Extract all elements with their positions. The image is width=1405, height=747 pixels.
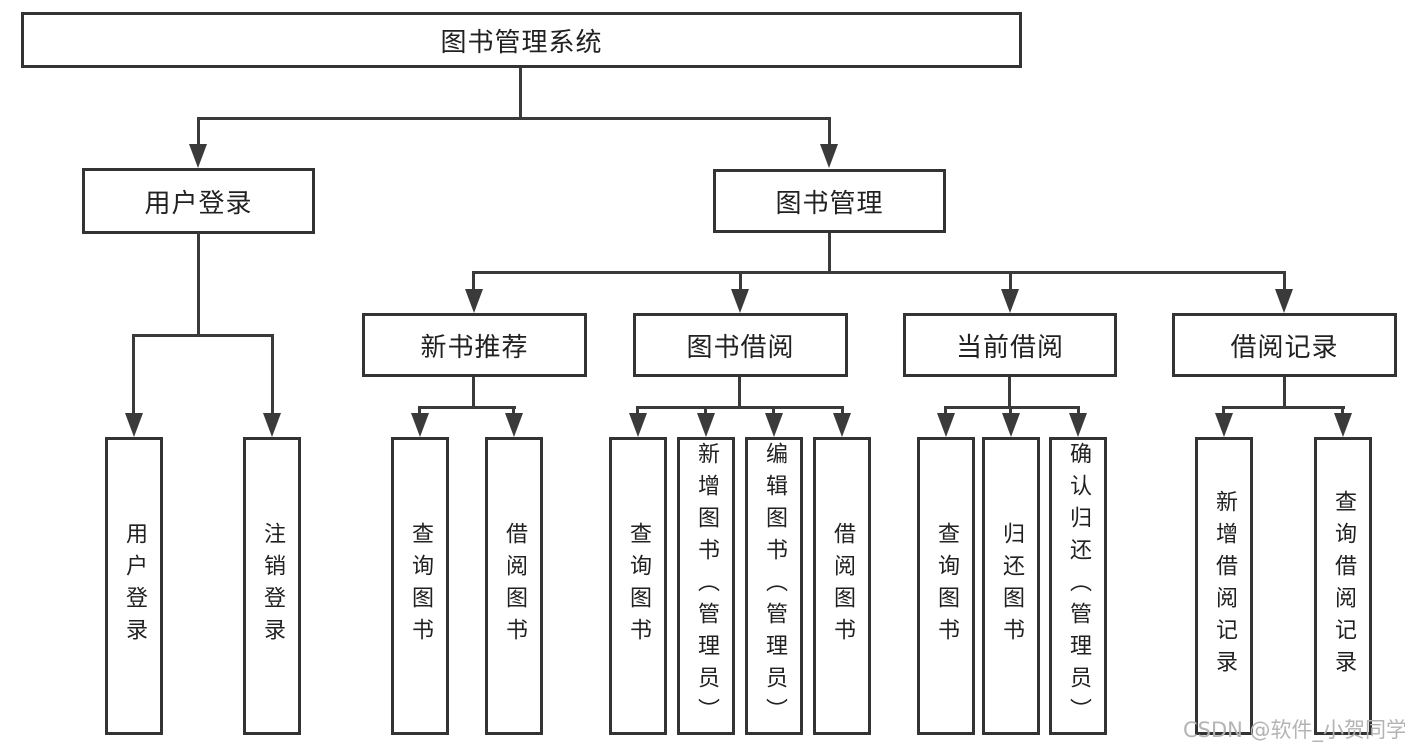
node-current-borrow: 当前借阅	[903, 313, 1117, 377]
leaf-return-book-label: 归还图书	[999, 522, 1024, 650]
connector-borrow-records-bus	[1222, 406, 1345, 409]
arrow-down-icon	[1002, 413, 1020, 437]
connector-root-stem	[519, 68, 522, 118]
arrow-down-icon	[820, 144, 838, 168]
leaf-add-book-admin-label: 新增图书（管理员）	[694, 442, 719, 730]
connector-to-leaf	[1341, 408, 1344, 415]
arrow-down-icon	[1001, 289, 1019, 313]
arrow-down-icon	[1334, 413, 1352, 437]
leaf-query-borrow-record: 查询借阅记录	[1314, 437, 1372, 735]
connector-to-user-login	[197, 119, 200, 148]
leaf-confirm-return-admin-label: 确认归还（管理员）	[1066, 442, 1091, 730]
node-new-book-recommend: 新书推荐	[362, 313, 587, 377]
connector-to-book-management	[828, 119, 831, 148]
leaf-user-login-label: 用户登录	[122, 522, 147, 650]
connector-book-management-stem	[828, 233, 831, 273]
node-user-login: 用户登录	[82, 168, 315, 234]
leaf-borrow-books-recommend: 借阅图书	[485, 437, 543, 735]
node-borrow-records: 借阅记录	[1172, 313, 1397, 377]
leaf-query-books-borrow-label: 查询图书	[626, 522, 651, 650]
connector-to-leaf	[841, 408, 844, 415]
connector-current-borrow-bus	[944, 406, 1080, 409]
arrow-down-icon	[465, 289, 483, 313]
leaf-borrow-books-recommend-label: 借阅图书	[502, 522, 527, 650]
connector-book-borrow-bus	[636, 406, 844, 409]
connector-book-borrow-stem	[738, 377, 741, 408]
connector-to-borrow-records	[1283, 273, 1286, 291]
arrow-down-icon	[629, 413, 647, 437]
leaf-return-book: 归还图书	[982, 437, 1040, 735]
connector-to-leaf	[704, 408, 707, 415]
connector-to-leaf	[636, 408, 639, 415]
connector-book-management-bus	[472, 271, 1286, 274]
connector-user-login-bus	[132, 334, 274, 337]
connector-to-new-book-recommend	[472, 273, 475, 291]
connector-to-leaf	[1222, 408, 1225, 415]
leaf-edit-book-admin: 编辑图书（管理员）	[745, 437, 803, 735]
arrow-down-icon	[505, 413, 523, 437]
connector-to-leaf	[944, 408, 947, 415]
arrow-down-icon	[1069, 413, 1087, 437]
leaf-borrow-books: 借阅图书	[813, 437, 871, 735]
connector-new-book-stem	[472, 377, 475, 408]
arrow-down-icon	[1215, 413, 1233, 437]
connector-current-borrow-stem	[1008, 377, 1011, 408]
node-book-borrow: 图书借阅	[633, 313, 848, 377]
connector-to-leaf-user-login	[132, 336, 135, 415]
arrow-down-icon	[125, 413, 143, 437]
leaf-logout: 注销登录	[243, 437, 301, 735]
connector-to-leaf	[512, 408, 515, 415]
connector-to-current-borrow	[1009, 273, 1012, 291]
leaf-edit-book-admin-label: 编辑图书（管理员）	[762, 442, 787, 730]
connector-to-leaf	[1077, 408, 1080, 415]
leaf-add-book-admin: 新增图书（管理员）	[677, 437, 735, 735]
connector-to-leaf-logout	[271, 336, 274, 415]
csdn-watermark: CSDN @软件_小贺同学	[1183, 718, 1405, 742]
node-book-borrow-label: 图书借阅	[686, 332, 795, 363]
arrow-down-icon	[937, 413, 955, 437]
arrow-down-icon	[189, 144, 207, 168]
leaf-query-books-borrow: 查询图书	[609, 437, 667, 735]
arrow-down-icon	[1275, 289, 1293, 313]
connector-new-book-bus	[418, 406, 516, 409]
leaf-add-borrow-record: 新增借阅记录	[1195, 437, 1253, 735]
node-book-management: 图书管理	[713, 169, 946, 233]
leaf-confirm-return-admin: 确认归还（管理员）	[1049, 437, 1107, 735]
node-book-management-label: 图书管理	[775, 188, 884, 219]
connector-to-leaf	[772, 408, 775, 415]
arrow-down-icon	[263, 413, 281, 437]
node-borrow-records-label: 借阅记录	[1230, 332, 1339, 363]
arrow-down-icon	[833, 413, 851, 437]
connector-to-leaf	[1009, 408, 1012, 415]
leaf-logout-label: 注销登录	[260, 522, 285, 650]
leaf-query-books-current: 查询图书	[917, 437, 975, 735]
leaf-query-books-recommend-label: 查询图书	[408, 522, 433, 650]
node-new-book-recommend-label: 新书推荐	[420, 332, 529, 363]
arrow-down-icon	[697, 413, 715, 437]
leaf-query-books-recommend: 查询图书	[391, 437, 449, 735]
node-root: 图书管理系统	[21, 12, 1022, 68]
node-current-borrow-label: 当前借阅	[955, 332, 1064, 363]
connector-to-leaf	[418, 408, 421, 415]
connector-user-login-stem	[197, 233, 200, 336]
arrow-down-icon	[731, 289, 749, 313]
arrow-down-icon	[765, 413, 783, 437]
leaf-user-login: 用户登录	[105, 437, 163, 735]
connector-borrow-records-stem	[1283, 377, 1286, 408]
leaf-query-borrow-record-label: 查询借阅记录	[1331, 490, 1356, 682]
leaf-query-books-current-label: 查询图书	[934, 522, 959, 650]
connector-to-book-borrow	[739, 273, 742, 291]
leaf-add-borrow-record-label: 新增借阅记录	[1212, 490, 1237, 682]
leaf-borrow-books-label: 借阅图书	[830, 522, 855, 650]
node-user-login-label: 用户登录	[144, 188, 253, 219]
arrow-down-icon	[411, 413, 429, 437]
connector-root-bus	[197, 117, 831, 120]
node-root-label: 图书管理系统	[440, 27, 603, 58]
